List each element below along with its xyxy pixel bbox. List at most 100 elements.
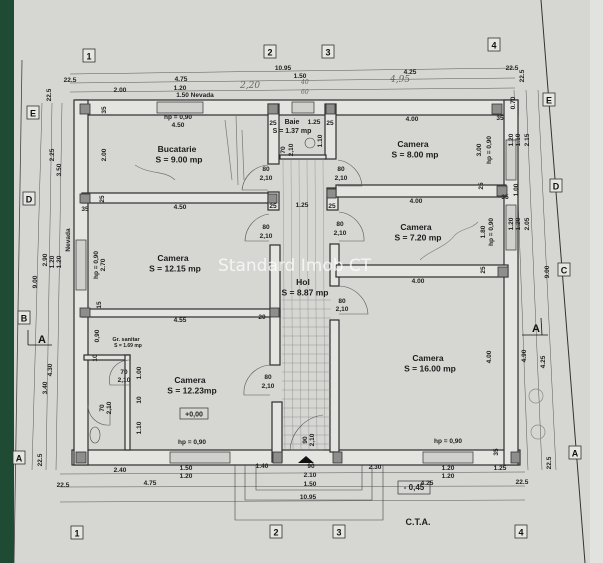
grid-axis-rows-right-0: E <box>542 92 556 107</box>
room-area: S = 16.00 mp <box>404 364 456 374</box>
svg-text:4: 4 <box>491 41 496 51</box>
dimension-label: 35 <box>493 448 500 456</box>
dimension-label: 2.30 <box>369 464 382 471</box>
dimension-label: 3.00 <box>476 143 483 156</box>
section-marker-left: A <box>27 330 52 346</box>
svg-text:C: C <box>561 266 568 276</box>
svg-text:1: 1 <box>86 52 91 62</box>
dimension-label: 10.95 <box>275 65 292 72</box>
dimension-label: 2.05 <box>524 217 531 230</box>
room-name: Baie <box>285 119 300 126</box>
paper-edge <box>590 0 603 563</box>
dimension-label: 22.5 <box>37 453 44 466</box>
ground-level-box <box>397 480 431 495</box>
watermark: Standard Imob CT <box>218 256 372 276</box>
dimension-label: 25 <box>478 182 485 190</box>
dimension-label: hp = 0,90 <box>93 251 100 279</box>
dimension-label: 22.5 <box>506 65 519 72</box>
dimension-label: 25 <box>480 266 487 274</box>
dimension-label: hp = 0,90 <box>434 438 462 445</box>
dimension-label: 1.10 <box>515 133 522 146</box>
dimension-label: 2,10 <box>288 143 295 156</box>
dimension-label: hp = 0,90 <box>486 136 493 164</box>
room-area: S = 8.87 mp <box>281 288 328 298</box>
dimension-label: 90 <box>302 436 309 444</box>
door-swings <box>87 137 369 451</box>
dimension-label: 80 <box>262 224 270 231</box>
dimension-label: 35 <box>101 106 108 114</box>
dimension-label: 15 <box>96 301 103 309</box>
dimension-label: 1.20 <box>508 133 515 146</box>
grid-axis-columns-bottom-0: 1 <box>70 525 84 540</box>
dimension-label: 1.10 <box>317 134 324 147</box>
grid-axis-columns-top-0: 1 <box>82 48 96 63</box>
dimension-label: 2.25 <box>49 148 56 161</box>
dimension-label: 4.00 <box>486 350 493 363</box>
dimension-label: 1.20 <box>442 465 455 472</box>
dimension-label: 2.90 <box>42 253 49 266</box>
dimension-label: 1.50 Nevada <box>176 92 214 99</box>
dimension-label: hp = 0,90 <box>178 439 206 446</box>
dimension-label: 4.25 <box>404 69 417 76</box>
grid-axis-columns-top-2: 3 <box>321 44 335 59</box>
entrance-steps <box>234 456 384 521</box>
dimension-label: 1.50 <box>304 481 317 488</box>
dimension-label: 4.75 <box>175 76 188 83</box>
dimension-lines <box>31 67 557 503</box>
dimension-label: 2.15 <box>524 133 531 146</box>
dimension-label: 1.20 <box>174 85 187 92</box>
dimension-label: 2,10 <box>336 306 349 313</box>
dimension-label: 10 <box>92 354 99 362</box>
dimension-label: 4.50 <box>174 204 187 211</box>
svg-text:E: E <box>30 109 36 119</box>
grid-axis-columns-top-3: 4 <box>487 37 501 52</box>
dimension-label: 80 <box>338 298 346 305</box>
green-binder-edge <box>0 0 14 563</box>
dimension-label: 1.50 <box>180 465 193 472</box>
dimension-label: 4.00 <box>412 278 425 285</box>
dimension-label: 1.25 <box>308 119 321 126</box>
dimension-label: 1.50 <box>294 73 307 80</box>
svg-text:1: 1 <box>74 529 79 539</box>
dimension-label: 4.00 <box>406 116 419 123</box>
dimension-label: 1.20 <box>515 217 522 230</box>
dimension-label: 25 <box>326 120 334 127</box>
grid-axis-rows-right-3: A <box>568 445 582 460</box>
windows <box>75 101 517 464</box>
dimension-label: 35 <box>81 206 89 213</box>
room-area: S = 1.69 mp <box>114 343 142 349</box>
dimension-label: 2.00 <box>114 87 127 94</box>
dimension-label: 9.00 <box>544 265 551 278</box>
grid-axis-columns-top-1: 2 <box>263 44 277 59</box>
svg-text:A: A <box>38 334 46 346</box>
dimension-label: Nevada <box>65 228 72 252</box>
room-name: Camera <box>397 139 428 149</box>
dimension-label: 10 <box>136 396 143 404</box>
dimension-label: 70 <box>280 146 287 154</box>
dimension-label: 4.55 <box>174 317 187 324</box>
dimension-label: 80 <box>336 221 344 228</box>
dimension-label: 70 <box>99 404 106 412</box>
dimension-label: 1.20 <box>508 217 515 230</box>
room-name: Hol <box>296 277 310 287</box>
svg-text:2,20: 2,20 <box>239 81 260 91</box>
dimension-label: 1.00 <box>136 366 143 379</box>
dimension-label: 4.90 <box>521 349 528 362</box>
dimension-label: 3.40 <box>42 381 49 394</box>
ground-level-label: C.T.A. <box>405 517 430 527</box>
svg-text:D: D <box>553 182 560 192</box>
dimension-label: 2,10 <box>260 233 273 240</box>
dimension-label: 4.25 <box>540 355 547 368</box>
svg-text:A: A <box>16 454 23 464</box>
room-area: S = 8.00 mp <box>391 150 438 160</box>
dimension-label: 10.95 <box>300 494 317 501</box>
